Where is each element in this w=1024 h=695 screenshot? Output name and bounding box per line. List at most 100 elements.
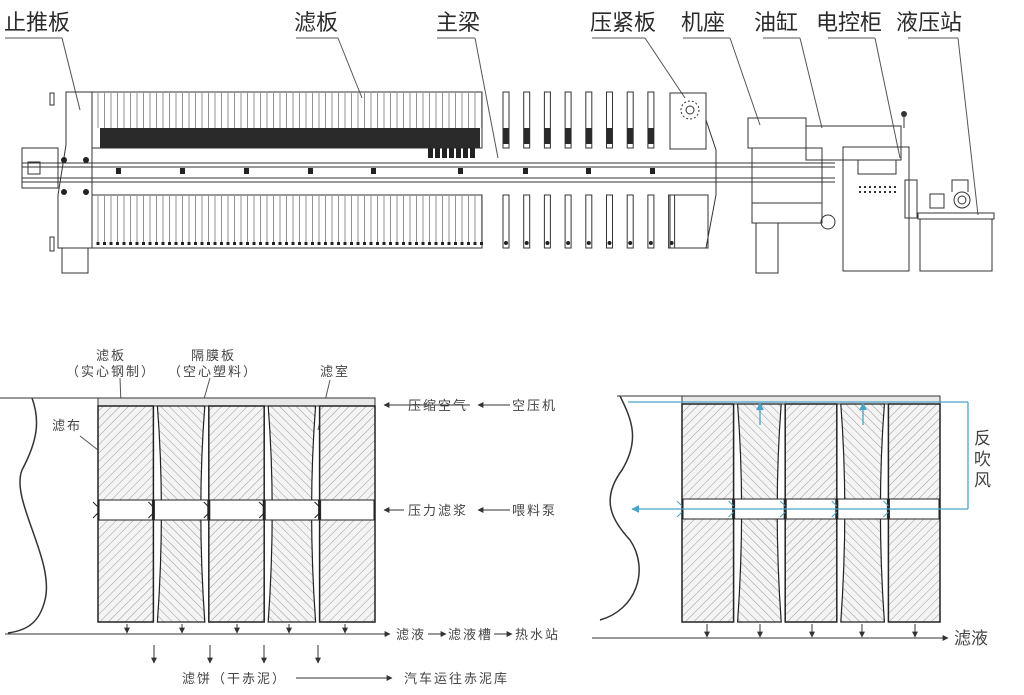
plate-foot	[200, 242, 204, 245]
loose-plate-top	[647, 91, 655, 149]
loose-plate-foot	[586, 241, 591, 245]
plate-foot	[109, 242, 113, 245]
plate-foot	[369, 242, 373, 245]
panel-button	[889, 186, 891, 188]
loose-plate-handle	[585, 128, 592, 144]
plate-foot	[428, 242, 431, 245]
label-feed-pump: 喂料泵	[512, 504, 557, 519]
label-membrane-plate-note: （空心塑料）	[168, 365, 258, 380]
flow-arrow	[148, 501, 154, 519]
plate-foot	[330, 242, 334, 245]
label-oil-cylinder: 油缸	[754, 11, 798, 36]
plate-foot	[350, 242, 353, 245]
loose-plate-foot	[648, 241, 653, 245]
plate-foot	[122, 242, 126, 245]
plate-foot	[382, 242, 386, 245]
plate-foot	[233, 242, 236, 245]
loose-plate-top	[543, 91, 551, 149]
loose-plate-foot	[545, 241, 550, 245]
beam-bolt	[116, 168, 121, 174]
label-filter-plate: 滤板	[96, 349, 126, 364]
plate-foot	[473, 242, 477, 245]
slurry-channel	[209, 499, 264, 521]
loose-plate-bottom	[543, 194, 551, 249]
plate-foot	[103, 242, 106, 245]
label-filtrate-right: 滤液	[954, 629, 988, 649]
plate-foot	[395, 242, 399, 245]
hydraulic-station	[917, 179, 995, 272]
filter-plate-pack	[91, 91, 655, 249]
plate-foot	[96, 242, 100, 245]
beam-bolt	[586, 168, 591, 174]
plate-foot	[402, 242, 405, 245]
plate-foot	[207, 242, 210, 245]
label-filter-cloth: 滤布	[52, 419, 82, 434]
loose-plate-top	[523, 91, 531, 149]
plate-foot	[304, 242, 308, 245]
loose-plate-top	[606, 91, 613, 149]
panel-button	[894, 186, 896, 188]
plate-foot	[213, 242, 217, 245]
plate-foot	[317, 242, 321, 245]
panel-button	[879, 191, 881, 193]
label-filter-cake: 滤饼（干赤泥）	[182, 672, 287, 687]
label-filtrate-tank: 滤液槽	[448, 628, 493, 643]
label-truck-to-mud-storage: 汽车运往赤泥库	[404, 671, 509, 687]
plate-foot	[291, 242, 295, 245]
plate-foot	[447, 242, 451, 245]
label-filtrate: 滤液	[396, 628, 426, 643]
loose-plate-handle	[523, 128, 530, 144]
panel-button	[884, 186, 886, 188]
plate-foot	[226, 242, 230, 245]
label-pressure-slurry: 压力滤浆	[408, 504, 468, 519]
label-compressed-air: 压缩空气	[408, 398, 468, 414]
panel-button	[869, 186, 871, 188]
flow-arrow	[779, 500, 786, 518]
flow-arrow	[728, 500, 734, 518]
loose-plate-foot	[607, 241, 612, 245]
panel-button	[894, 191, 896, 193]
plate-foot	[343, 242, 347, 245]
loose-plate-top	[502, 91, 510, 149]
plate-foot	[363, 242, 366, 245]
plate-foot	[434, 242, 438, 245]
label-back-blow-2: 吹	[974, 450, 991, 470]
flow-arrow	[676, 500, 683, 518]
plate-foot	[311, 242, 314, 245]
plate-foot	[174, 242, 178, 245]
slurry-channel	[264, 499, 320, 521]
plate-foot	[408, 242, 412, 245]
panel-button	[859, 191, 861, 193]
loose-plate-handle	[647, 128, 654, 144]
main-beam	[22, 162, 835, 183]
plate-foot	[467, 242, 470, 245]
air-channel	[97, 397, 376, 407]
plate-foot	[161, 242, 165, 245]
plate-foot	[272, 242, 275, 245]
panel-button	[869, 191, 871, 193]
loose-plate-handle	[606, 128, 613, 144]
plate-foot	[129, 242, 132, 245]
plate-hanger	[449, 148, 454, 158]
plate-foot	[298, 242, 301, 245]
loose-plate-bottom	[564, 194, 572, 249]
flow-arrow	[203, 501, 210, 519]
plate-foot	[116, 242, 119, 245]
plate-hanger	[442, 148, 447, 158]
pack-bottom-outline	[91, 194, 483, 249]
filtration-diagram: 滤板 （实心钢制） 隔膜板 （空心塑料） 滤室 滤布 压缩空气 空压机 压力滤浆…	[0, 349, 558, 687]
loose-plate-top	[585, 91, 593, 149]
panel-button	[864, 191, 866, 193]
press-plate	[669, 92, 717, 249]
plate-foot	[278, 242, 282, 245]
plate-foot	[415, 242, 418, 245]
label-filter-plate-note: （实心钢制）	[66, 365, 156, 380]
label-control-cabinet: 电控柜	[816, 11, 882, 36]
pack-handles	[100, 128, 480, 148]
loose-plate-handle	[565, 128, 572, 144]
plate-foot	[155, 242, 158, 245]
plate-foot	[187, 242, 191, 245]
loose-plate-foot	[669, 241, 674, 245]
plate-foot	[460, 242, 464, 245]
